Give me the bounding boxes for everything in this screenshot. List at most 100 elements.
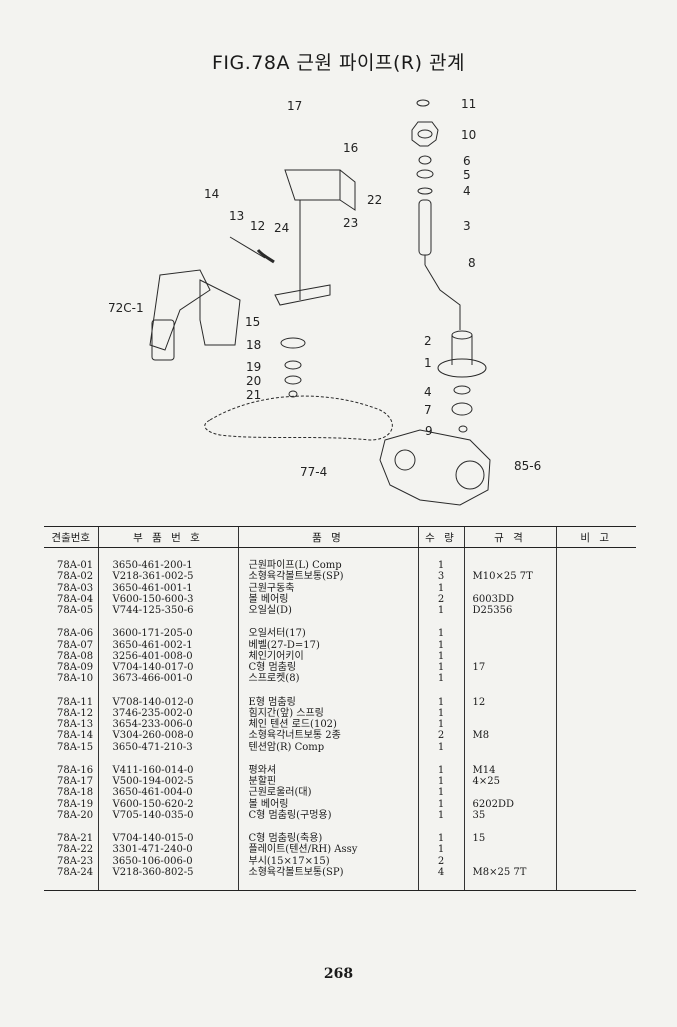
cell-spec: M8 (463, 730, 556, 742)
cell-part: V708-140-012-0 (97, 696, 238, 708)
cell-note (555, 639, 636, 651)
callout-label: 8 (468, 256, 476, 270)
cell-name: 부시(15×17×15) (237, 855, 418, 867)
cell-part: 3650-471-210-3 (97, 741, 238, 753)
callout-label: 24 (274, 221, 289, 235)
spacer-row (44, 752, 636, 765)
cell-ref: 78A-01 (57, 560, 94, 571)
cell-name: 오일서터(17) (237, 628, 418, 640)
cell-part: 3746-235-002-0 (97, 707, 238, 719)
cell-ref: 78A-12 (57, 707, 94, 719)
cell-note (555, 844, 636, 856)
cell-note (555, 776, 636, 788)
cell-part: 3301-471-240-0 (97, 844, 238, 856)
cell-ref: 78A-10 (57, 673, 94, 685)
cell-spec (463, 582, 556, 594)
cell-ref: 78A-23 (57, 855, 94, 867)
cell-note (555, 662, 636, 674)
callout-label: 19 (246, 360, 261, 374)
spacer-row (44, 878, 636, 891)
column-header: 품 명 (237, 526, 418, 548)
cell-ref: 78A-24 (57, 866, 94, 878)
cell-part: V411-160-014-0 (97, 764, 238, 776)
exploded-parts-diagram: 17 16 11 10 6 5 4 3 8 14 13 12 24 23 22 … (108, 97, 541, 506)
column-header: 견출번호 (44, 526, 98, 548)
cell-name: 체인기어키이 (237, 650, 418, 662)
cell-ref: 78A-06 (57, 628, 94, 640)
callout-label: 4 (463, 184, 471, 198)
cell-name: 텐션암(R) Comp (237, 741, 418, 753)
cell-part: 3600-171-205-0 (97, 628, 238, 640)
cell-part: 3650-461-004-0 (97, 787, 238, 799)
cell-spec (463, 673, 556, 685)
cell-spec (463, 787, 556, 799)
cell-part: V705-140-035-0 (97, 809, 238, 821)
cell-qty: 1 (417, 809, 464, 821)
cell-note (555, 673, 636, 685)
cell-qty: 1 (417, 776, 464, 788)
cell-name: 스프로켓(8) (237, 673, 418, 685)
cell-note (555, 605, 636, 617)
cell-ref: 78A-02 (57, 571, 94, 583)
spacer-row (44, 616, 636, 629)
cell-note (555, 593, 636, 605)
cell-part: V704-140-015-0 (97, 833, 238, 845)
cell-note (555, 719, 636, 731)
cell-note (555, 582, 636, 594)
callout-label: 7 (424, 403, 432, 417)
cell-ref: 78A-11 (57, 696, 94, 708)
callout-label: 18 (246, 338, 261, 352)
cell-note (555, 855, 636, 867)
cell-note (555, 730, 636, 742)
cell-qty: 1 (417, 650, 464, 662)
cell-note (555, 560, 636, 572)
cell-note (555, 696, 636, 708)
cell-name: 근원로울러(대) (237, 787, 418, 799)
callout-label: 23 (343, 216, 358, 230)
cell-part: V218-361-002-5 (97, 571, 238, 583)
callout-label: 1 (424, 356, 432, 370)
cell-spec (463, 719, 556, 731)
cell-qty: 1 (417, 662, 464, 674)
column-header: 비 고 (555, 526, 636, 548)
cell-qty: 1 (417, 833, 464, 845)
cell-spec: 35 (463, 809, 556, 821)
spacer-row (44, 821, 636, 833)
cell-ref: 78A-19 (57, 798, 94, 810)
cell-ref: 78A-09 (57, 662, 94, 673)
cell-note (555, 833, 636, 845)
cell-spec: 6202DD (463, 798, 556, 810)
cell-ref: 78A-18 (57, 787, 94, 799)
callout-label: 15 (245, 315, 260, 329)
cell-part: V704-140-017-0 (97, 662, 238, 674)
cell-qty: 1 (417, 696, 464, 708)
column-header: 수 량 (417, 526, 464, 548)
cell-note (555, 809, 636, 821)
cell-name: 오일실(D) (237, 605, 418, 617)
callout-labels: 17 16 11 10 6 5 4 3 8 14 13 12 24 23 22 … (108, 97, 541, 479)
cell-part: V218-360-802-5 (97, 866, 238, 878)
cell-ref: 78A-21 (57, 833, 94, 844)
callout-label: 21 (246, 388, 261, 402)
callout-label: 11 (461, 97, 476, 111)
cell-part: 3650-106-006-0 (97, 855, 238, 867)
callout-label: 10 (461, 128, 476, 142)
cell-note (555, 741, 636, 753)
cell-part: 3256-401-008-0 (97, 650, 238, 662)
cell-qty: 1 (417, 639, 464, 651)
cell-spec: 15 (463, 833, 556, 845)
table-header-row: 견출번호 부 품 번 호 품 명 수 량 규 격 비 고 (44, 526, 636, 548)
cell-spec: M14 (463, 764, 556, 776)
cell-qty: 1 (417, 764, 464, 776)
cell-part: V500-194-002-5 (97, 776, 238, 788)
cell-qty: 1 (417, 560, 464, 572)
